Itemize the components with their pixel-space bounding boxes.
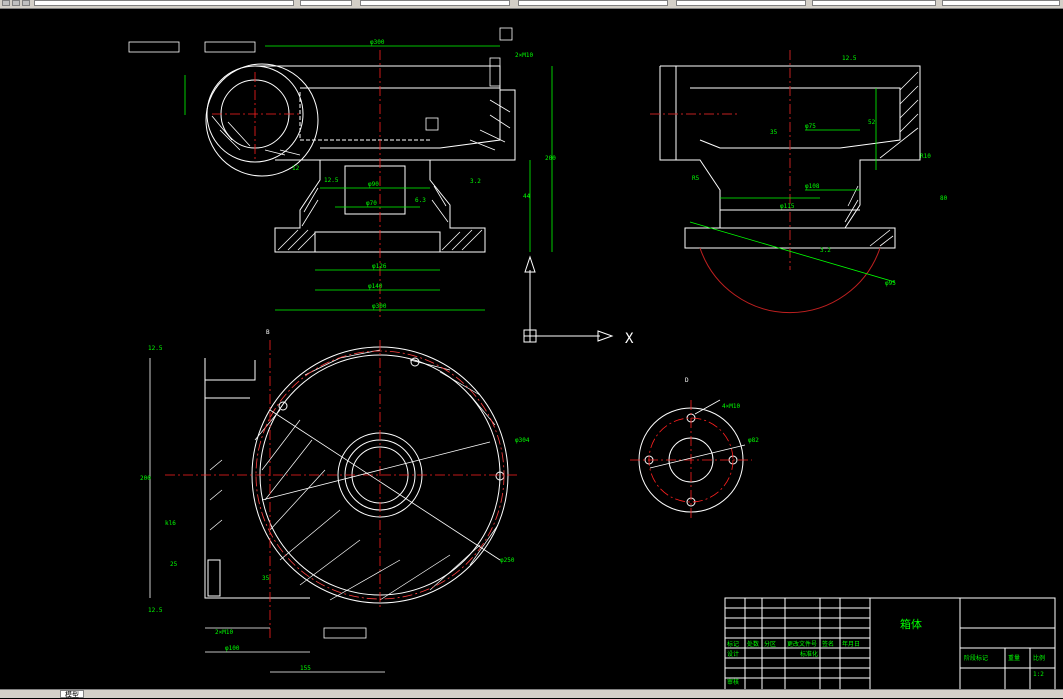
plotstyle-dropdown[interactable] [812, 0, 936, 6]
tb-qty: 处数 [747, 640, 759, 648]
dim-text: φ140 [368, 283, 383, 290]
dim-text: 12.5 [842, 55, 857, 62]
base-bore [314, 231, 441, 253]
side-inner [690, 87, 901, 149]
extra-dropdown[interactable] [942, 0, 1060, 6]
dim-text: 25 [170, 561, 178, 568]
dim-text: φ70 [366, 200, 377, 207]
front-dimension-text: φ300 φ90 φ70 φ126 φ140 φ300 200 44 3.2 1… [292, 39, 556, 310]
toolbar-button[interactable] [22, 0, 30, 6]
dim-text: φ304 [515, 437, 530, 444]
side-dimension-text: 12.5 35 φ75 φ108 φ115 52 R10 80 φ95 R5 3… [692, 55, 948, 287]
lineweight-dropdown[interactable] [676, 0, 806, 6]
side-hidden [650, 50, 881, 314]
dim-text: 155 [300, 665, 311, 672]
detail-d-centerlines [630, 400, 752, 520]
hatch-pattern [211, 99, 511, 251]
front-section-view [205, 63, 516, 253]
dim-text: φ75 [805, 123, 816, 130]
toolbar-button[interactable] [12, 0, 20, 6]
dim-text: kl6 [165, 520, 176, 527]
body-outline [255, 65, 516, 161]
dim-text: 35 [770, 129, 778, 136]
style-dropdown[interactable] [300, 0, 352, 6]
hidden-cavity [299, 92, 430, 141]
dim-text: 35 [262, 575, 270, 582]
toolbar-button[interactable] [2, 0, 10, 6]
tb-scale: 比例 [1033, 654, 1045, 662]
bolt-hole [278, 401, 288, 411]
boss-flange-circle [205, 63, 319, 177]
ucs-icon [523, 255, 614, 343]
dim-text: 12.5 [148, 345, 163, 352]
dim-text: 12.5 [324, 177, 339, 184]
view-d-label: D [685, 377, 689, 384]
side-view [659, 65, 921, 249]
dim-text: 80 [940, 195, 948, 202]
dim-text: φ95 [885, 280, 896, 287]
dim-text: φ250 [500, 557, 515, 564]
side-hidden-arc [699, 247, 881, 314]
dim-text: 200 [140, 475, 151, 482]
tb-scale-value: 1:2 [1033, 671, 1044, 678]
dim-text: 2×M10 [515, 52, 533, 59]
dim-text: 200 [545, 155, 556, 162]
dim-text: φ126 [372, 263, 387, 270]
dim-text: 44 [523, 193, 531, 200]
viewb-dimensions [149, 358, 501, 673]
tb-drawn: 设计 [727, 650, 739, 658]
viewb-dimension-text: 12.5 kl6 12.5 200 25 φ100 2×M10 155 35 φ… [140, 345, 530, 672]
part-name: 箱体 [900, 617, 922, 631]
front-centerlines [212, 50, 381, 320]
dim-text: φ300 [370, 39, 385, 46]
toolbar [0, 0, 1063, 9]
dim-text: R5 [692, 175, 700, 182]
color-dropdown[interactable] [360, 0, 510, 6]
crosshair-x-label: X [625, 331, 634, 347]
tb-sign: 签名 [822, 640, 834, 648]
front-dimensions [128, 27, 553, 311]
cad-drawing-canvas[interactable]: φ300 φ90 φ70 φ126 φ140 φ300 200 44 3.2 1… [0, 9, 1063, 689]
viewb-left-outline [204, 358, 310, 599]
dim-text: 12.5 [148, 607, 163, 614]
side-hatch [844, 71, 919, 247]
tb-zone: 分区 [764, 640, 776, 648]
tb-weight: 重量 [1008, 654, 1020, 662]
dim-text: φ108 [805, 183, 820, 190]
tb-date: 年月日 [842, 640, 860, 648]
dim-text: φ100 [225, 645, 240, 652]
tb-std: 标准化 [800, 650, 818, 658]
tb-mark: 标记 [727, 640, 739, 648]
tb-doc: 更改文件号 [787, 640, 817, 648]
dim-text: φ90 [368, 181, 379, 188]
tb-checked: 审核 [727, 678, 739, 686]
detail-d-dims [649, 399, 746, 469]
viewb-top-step [205, 360, 256, 381]
dim-text: φ300 [372, 303, 387, 310]
tb-stage: 阶段标记 [964, 654, 988, 662]
dim-text: 3.2 [820, 247, 831, 254]
dim-text: 2×M10 [215, 629, 233, 636]
viewb-slot [207, 559, 221, 597]
dim-text: 6.3 [415, 197, 426, 204]
title-block-text: 箱体 标记 处数 分区 更改文件号 签名 年月日 设计 标准化 审核 阶段标记 … [727, 617, 1045, 686]
side-dimensions [689, 88, 896, 283]
view-b-label: B [266, 329, 270, 336]
linetype-dropdown[interactable] [518, 0, 668, 6]
dim-text: R10 [920, 153, 931, 160]
body-inner [300, 87, 501, 149]
dim-text: 12 [292, 165, 300, 172]
title-block [724, 597, 1056, 689]
viewb-centerlines [165, 340, 520, 640]
dim-text: 4×M10 [722, 403, 740, 410]
neck-bore [344, 165, 406, 215]
dim-text: φ82 [748, 437, 759, 444]
dim-text: φ115 [780, 203, 795, 210]
layer-dropdown[interactable] [34, 0, 294, 6]
dim-text: 52 [868, 119, 876, 126]
dim-text: 3.2 [470, 178, 481, 185]
